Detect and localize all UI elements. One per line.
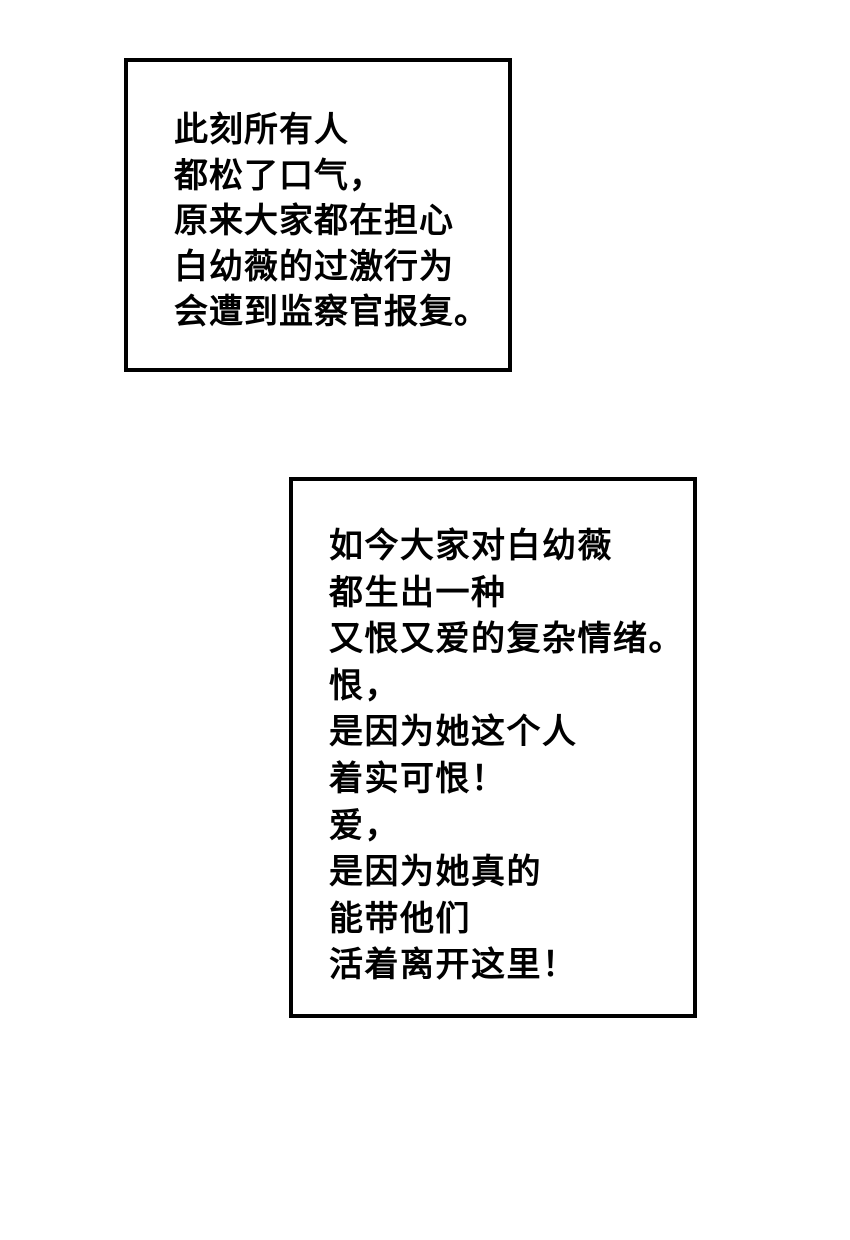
- caption-line: 原来大家都在担心: [174, 201, 454, 241]
- caption-line: 是因为她这个人: [329, 712, 578, 753]
- caption-line: 活着离开这里！: [329, 945, 578, 986]
- caption-line: 白幼薇的过激行为: [174, 246, 454, 287]
- caption-line: 爱，: [329, 805, 400, 846]
- caption-box-2: 如今大家对白幼薇 都生出一种 又恨又爱的复杂情绪。 恨， 是因为她这个人 着实可…: [289, 477, 697, 1018]
- caption-box-1: 此刻所有人 都松了口气， 原来大家都在担心 白幼薇的过激行为 会遭到监察官报复。: [124, 58, 512, 372]
- caption-line: 是因为她真的: [329, 852, 542, 893]
- caption-line: 能带他们: [329, 898, 471, 939]
- caption-line: 如今大家对白幼薇: [329, 526, 613, 566]
- caption-line: 着实可恨！: [329, 758, 507, 799]
- caption-line: 恨，: [329, 665, 400, 706]
- caption-line: 都松了口气，: [174, 155, 384, 196]
- caption-line: 此刻所有人: [174, 110, 349, 150]
- caption-line: 都生出一种: [329, 572, 507, 613]
- caption-line: 又恨又爱的复杂情绪。: [329, 619, 684, 660]
- caption-line: 会遭到监察官报复。: [174, 292, 489, 332]
